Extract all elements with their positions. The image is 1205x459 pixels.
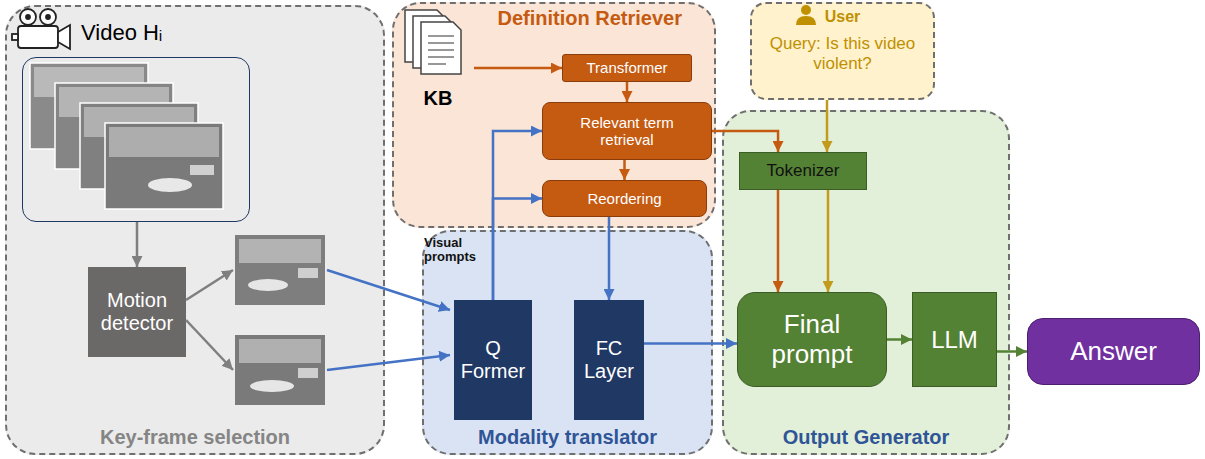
flow-arrow [493,199,542,301]
box-label: Reordering [587,190,661,207]
process-box: FC Layer [574,300,644,420]
module-panel: Output Generator TokenizerFinal prompt LLM [722,110,1010,455]
process-box: Reordering [542,180,707,217]
flow-arrow [997,350,1027,353]
box-label: Q Former [457,337,529,383]
flow-arrow [887,338,912,341]
query-text: Query: Is this video violent? [758,34,927,73]
box-label: Motion detector [94,289,180,335]
process-box: Motion detector [88,267,186,357]
box-label: LLM [931,326,978,354]
flow-arrow [626,82,629,102]
camera-icon [12,9,70,49]
panel-title: Output Generator [783,426,950,449]
flow-arrow [827,190,830,292]
process-box: Q Former [454,300,532,420]
flow-arrow [136,222,139,267]
flow-arrow [608,217,611,300]
query-text: User [825,8,861,26]
box-label: Final prompt [757,310,867,370]
person-icon [796,5,816,25]
flow-arrow [712,131,778,152]
box-label: Tokenizer [767,161,840,181]
process-box: Transformer [562,54,692,82]
panel-title: Key-frame selection [100,426,290,449]
process-box: Tokenizer [739,152,867,190]
flow-arrow [777,190,780,292]
box-label: KB [424,87,453,110]
user-query-box: UserQuery: Is this video violent? [750,2,935,100]
flow-arrow [826,100,829,152]
panel-title: Video Hᵢ [81,20,162,45]
process-box: Final prompt [737,292,887,387]
connector-group [137,68,1027,352]
box-label: Transformer [586,59,667,76]
process-box: Relevant term retrieval [542,102,712,160]
key-frame-arrows [186,270,450,370]
flow-arrow [474,67,562,70]
annotation-label: Visual prompts [424,236,486,265]
box-label: Answer [1070,337,1157,367]
box-label: FC Layer [577,337,641,383]
flow-arrow [493,131,542,300]
flow-arrow [623,160,626,180]
video-frames [30,63,223,209]
flow-arrow [644,342,737,345]
document-icon [405,10,461,74]
answer-box: Answer [1027,318,1200,385]
box-label: Relevant term retrieval [567,114,687,149]
process-box: LLM [912,292,997,387]
panel-title: Modality translator [478,426,657,449]
panel-title: Definition Retriever [498,7,682,30]
key-frame-images [235,235,325,405]
